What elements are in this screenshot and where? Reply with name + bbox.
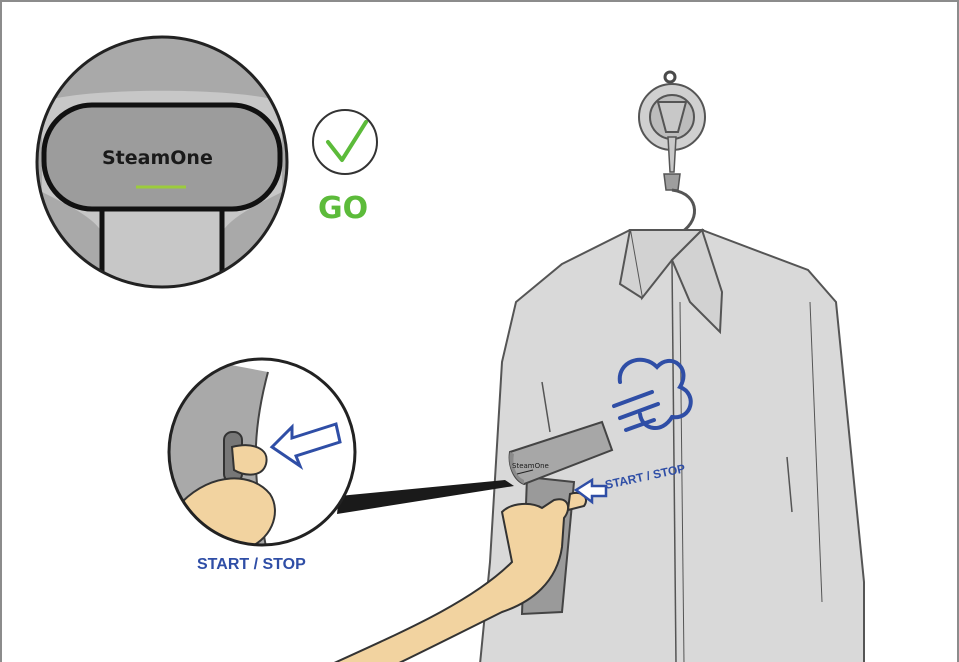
zoom-callout-button [162,352,355,550]
start-stop-label-zoom: START / STOP [197,556,306,573]
checkmark-icon [313,110,377,174]
brand-label: SteamOne [102,147,213,169]
zoom-callout-indicator [37,37,287,302]
status-go-label: GO [318,191,368,226]
wall-hook [639,72,705,190]
device-brand-label: SteamOne [512,462,549,470]
zoom-pointer [337,480,514,514]
